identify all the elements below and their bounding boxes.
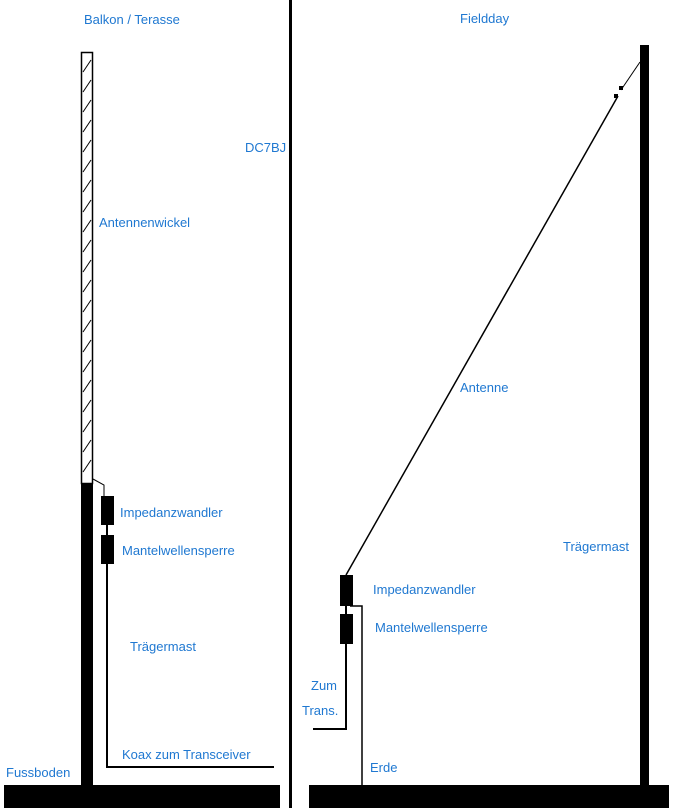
left-coax-line: [106, 564, 274, 768]
right-setup: [309, 45, 669, 808]
coil-winding: [82, 459, 92, 473]
coax-label: Koax zum Transceiver: [122, 747, 251, 762]
panel-divider: [289, 0, 292, 808]
antenna-coil: [80, 51, 94, 485]
left-setup: [4, 51, 280, 808]
left-impedance-label: Impedanzwandler: [120, 505, 223, 520]
to-trans-label-1: Zum: [311, 678, 337, 693]
coil-winding: [82, 259, 92, 273]
floor-label: Fussboden: [6, 765, 71, 780]
coil-winding: [82, 59, 92, 73]
coil-winding: [82, 239, 92, 253]
right-ground: [309, 785, 669, 808]
antenna-insulator: [619, 86, 623, 90]
left-choke-box: [101, 535, 114, 564]
coil-winding: [82, 99, 92, 113]
coil-winding: [82, 199, 92, 213]
left-mast-label: Trägermast: [130, 639, 196, 654]
coil-winding: [82, 299, 92, 313]
coil-winding: [82, 359, 92, 373]
antenna-insulator-2: [614, 94, 618, 98]
right-choke-label: Mantelwellensperre: [375, 620, 488, 635]
left-panel-title: Balkon / Terasse: [84, 12, 180, 27]
ground-label: Erde: [370, 760, 398, 775]
coil-winding: [82, 119, 92, 133]
coil-winding: [82, 379, 92, 393]
right-choke-box: [340, 614, 353, 644]
coil-winding: [82, 339, 92, 353]
left-feed-wire: [92, 478, 105, 496]
coil-winding: [82, 399, 92, 413]
right-panel-title: Fieldday: [460, 11, 510, 26]
right-impedance-box: [340, 575, 353, 606]
right-impedance-label: Impedanzwandler: [373, 582, 476, 597]
coil-winding: [82, 79, 92, 93]
coil-winding: [82, 279, 92, 293]
left-mast: [81, 484, 93, 786]
antenna-support-wire: [620, 61, 641, 91]
left-impedance-box: [101, 496, 114, 525]
coil-winding: [82, 219, 92, 233]
author-label: DC7BJ: [245, 140, 287, 155]
left-floor: [4, 785, 280, 808]
coil-winding: [82, 159, 92, 173]
coil-winding: [82, 419, 92, 433]
coil-hatching: [82, 59, 92, 473]
right-coax-line: [313, 644, 347, 730]
ground-wire: [350, 605, 363, 786]
coil-winding: [82, 319, 92, 333]
coil-winding: [82, 179, 92, 193]
coil-label: Antennenwickel: [99, 215, 191, 230]
right-mast-label: Trägermast: [563, 539, 629, 554]
coil-winding: [82, 139, 92, 153]
right-mast: [640, 45, 649, 786]
antenna-wire: [345, 95, 619, 576]
antenna-label: Antenne: [460, 380, 509, 395]
to-trans-label-2: Trans.: [302, 703, 339, 718]
left-choke-label: Mantelwellensperre: [122, 543, 235, 558]
coil-winding: [82, 439, 92, 453]
